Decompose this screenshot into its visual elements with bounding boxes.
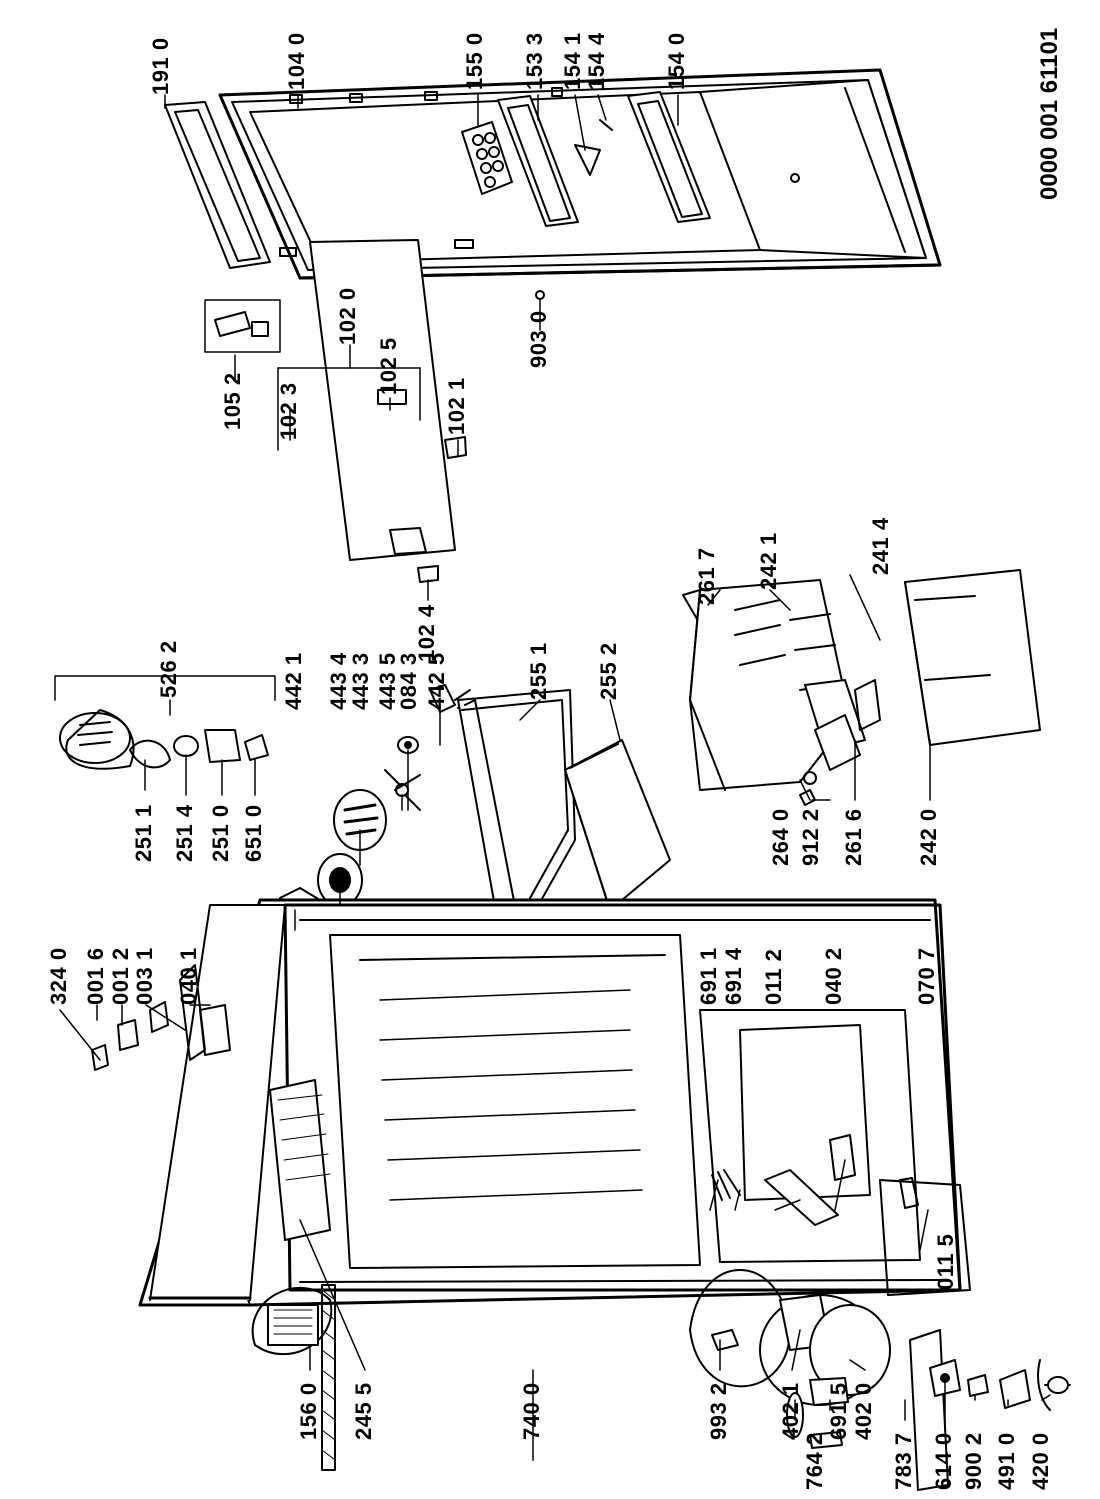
part-label: 102 1	[444, 377, 469, 435]
part-label: 102 3	[276, 382, 301, 440]
part-label: 903 0	[526, 310, 551, 368]
part-label: 691 4	[721, 947, 746, 1005]
glass-shelves	[457, 689, 671, 939]
part-label: 443 4	[326, 652, 351, 710]
part-label: 191 0	[148, 37, 173, 95]
part-label: 526 2	[156, 640, 181, 698]
part-label: 003 1	[132, 947, 157, 1005]
part-label: 241 4	[868, 517, 893, 575]
crisper-drawers	[682, 569, 1041, 806]
part-label: 040 1	[176, 947, 201, 1005]
part-label: 442 5	[424, 652, 449, 710]
part-label: 264 0	[768, 808, 793, 866]
part-label: 011 5	[933, 1233, 958, 1290]
part-label: 691 5	[826, 1382, 851, 1440]
part-label: 154 4	[584, 32, 609, 90]
part-label: 261 6	[841, 808, 866, 866]
part-label: 442 1	[281, 652, 306, 710]
part-label: 255 2	[596, 642, 621, 700]
part-label: 155 0	[462, 32, 487, 90]
part-label: 102 5	[376, 337, 401, 395]
part-label: 251 4	[172, 804, 197, 862]
part-label: 261 7	[694, 547, 719, 605]
part-label: 104 0	[284, 32, 309, 90]
part-label: 402 1	[778, 1382, 803, 1440]
part-label: 651 0	[241, 804, 266, 862]
part-label: 255 1	[526, 642, 551, 700]
part-label: 251 0	[208, 804, 233, 862]
part-label: 491 0	[994, 1432, 1019, 1490]
part-label: 740 0	[519, 1382, 544, 1440]
part-label: 402 0	[851, 1382, 876, 1440]
thermostat-kit	[54, 675, 276, 770]
part-label: 783 7	[891, 1432, 916, 1490]
part-label: 614 0	[931, 1432, 956, 1490]
part-label: 040 2	[821, 947, 846, 1005]
hinge-bracket-box	[204, 299, 281, 353]
part-label: 105 2	[220, 372, 245, 430]
cabinet-body	[138, 898, 971, 1491]
part-label: 242 1	[756, 532, 781, 590]
part-label: 245 5	[351, 1382, 376, 1440]
part-label: 001 2	[108, 947, 133, 1005]
document-number: 0000 001 61101	[1036, 27, 1063, 200]
part-label: 154 0	[664, 32, 689, 90]
part-label: 084 3	[396, 652, 421, 710]
part-label: 153 3	[522, 32, 547, 90]
part-label: 154 1	[560, 32, 585, 90]
part-label: 242 0	[916, 808, 941, 866]
glass-shelf-assembly	[277, 239, 467, 583]
egg-tray	[461, 121, 513, 195]
part-label: 001 6	[83, 947, 108, 1005]
part-label: 324 0	[46, 947, 71, 1005]
part-label: 251 1	[131, 804, 156, 862]
part-label: 993 2	[706, 1382, 731, 1440]
part-label: 443 3	[348, 652, 373, 710]
part-label: 070 7	[914, 947, 939, 1005]
part-label: 912 2	[798, 808, 823, 866]
door-gasket	[164, 101, 271, 269]
leader-lines	[59, 94, 1051, 1461]
part-label: 900 2	[961, 1432, 986, 1490]
part-label: 156 0	[296, 1382, 321, 1440]
part-label: 764 2	[802, 1432, 827, 1490]
part-label: 420 0	[1028, 1432, 1053, 1490]
part-label: 691 1	[696, 947, 721, 1005]
part-label: 011 2	[761, 948, 786, 1005]
part-label: 102 0	[335, 287, 360, 345]
